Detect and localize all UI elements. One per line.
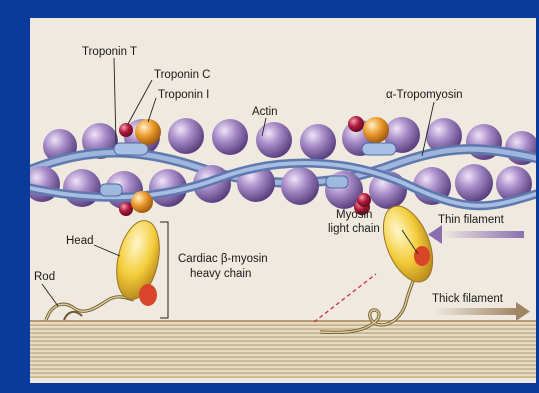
actin-filament-back bbox=[43, 117, 536, 165]
myosin-head-right bbox=[374, 199, 443, 289]
label-rod: Rod bbox=[34, 271, 55, 283]
label-head: Head bbox=[66, 235, 94, 247]
label-light-chain: light chain bbox=[328, 223, 380, 235]
sarcomere-diagram: Troponin T Troponin C Troponin I Actin α… bbox=[30, 18, 536, 383]
label-actin: Actin bbox=[252, 106, 278, 118]
diagram-panel: Troponin T Troponin C Troponin I Actin α… bbox=[30, 18, 536, 383]
label-heavy-chain-1: Cardiac β-myosin bbox=[178, 253, 268, 265]
light-chain-right bbox=[414, 246, 430, 266]
thick-filament bbox=[30, 320, 536, 378]
myosin-head-left bbox=[110, 217, 166, 304]
label-troponin-i: Troponin I bbox=[158, 89, 209, 101]
label-tropomyosin: α-Tropomyosin bbox=[386, 89, 463, 101]
troponin-c-ball bbox=[119, 123, 133, 137]
label-myosin: Myosin bbox=[336, 209, 372, 221]
myosin-molecule-right bbox=[314, 193, 442, 332]
label-heavy-chain-2: heavy chain bbox=[190, 268, 251, 280]
label-troponin-t: Troponin T bbox=[82, 46, 137, 58]
myosin-molecule-left bbox=[46, 217, 166, 320]
label-thick-filament: Thick filament bbox=[432, 293, 504, 305]
label-thin-filament: Thin filament bbox=[438, 214, 505, 226]
label-troponin-c: Troponin C bbox=[154, 69, 210, 81]
troponin-i-ball bbox=[135, 119, 161, 145]
lever-arm-dashed-line bbox=[314, 274, 376, 322]
thin-filament-arrow bbox=[428, 225, 524, 244]
heavy-chain-bracket bbox=[160, 222, 168, 318]
light-chain-left bbox=[139, 284, 157, 306]
